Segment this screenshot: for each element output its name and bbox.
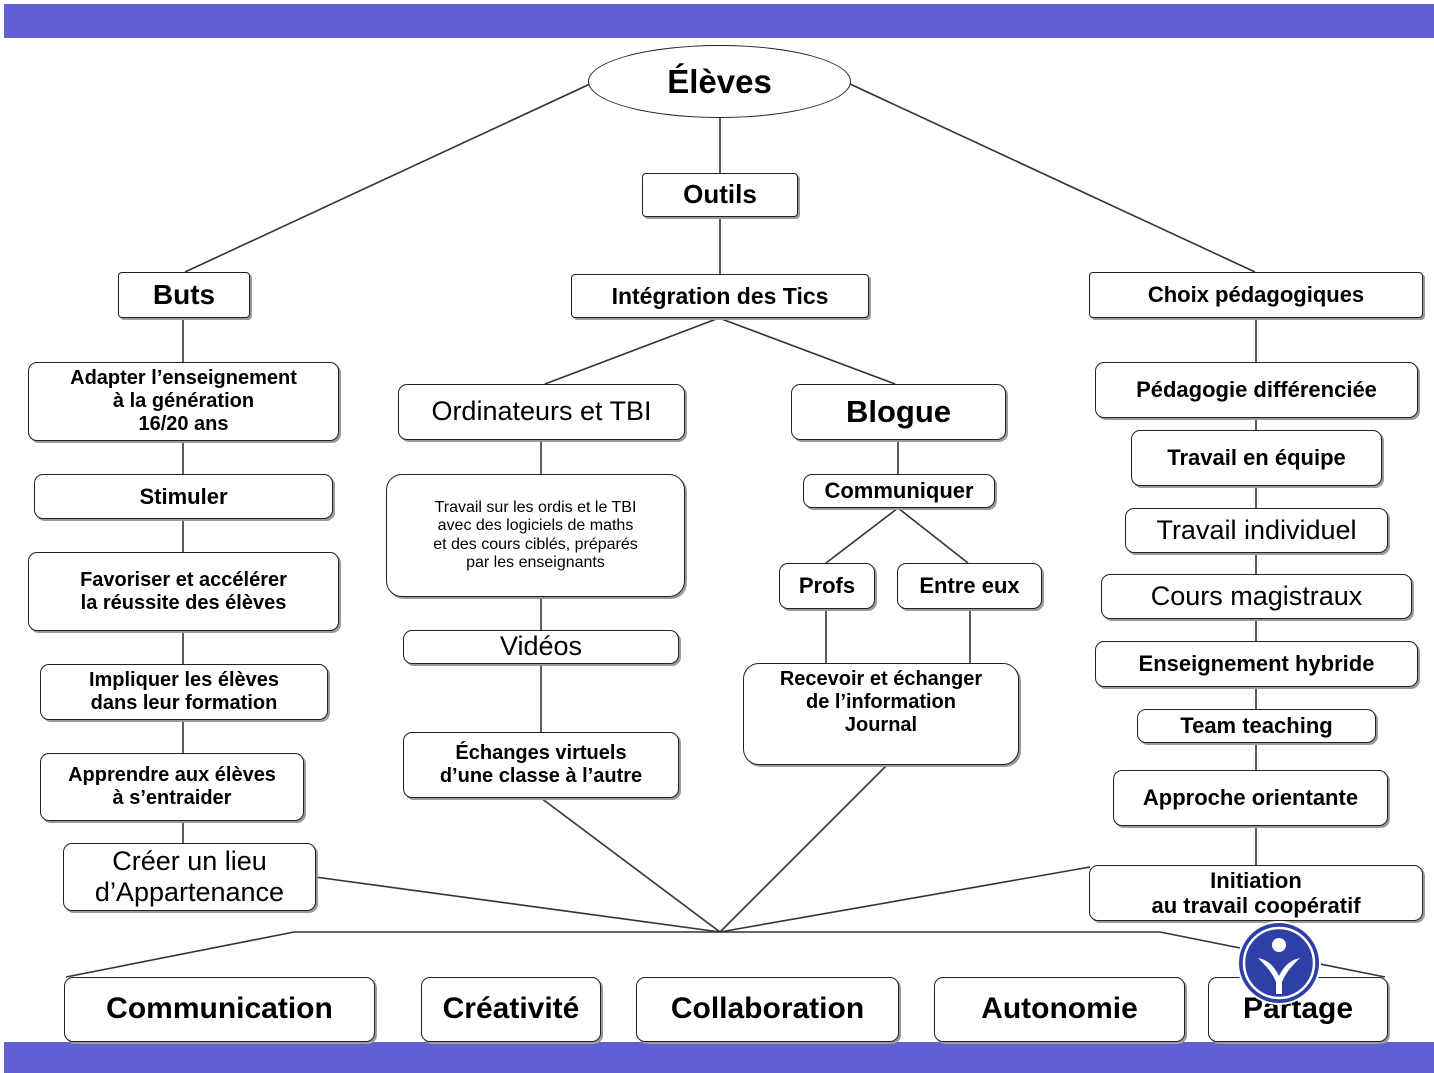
- pedagogy-guidance-approach: Approche orientante: [1113, 770, 1388, 826]
- edge-exchanges-hub: [540, 797, 721, 933]
- pedagogy-cooperative-initiation: Initiation au travail coopératif: [1089, 865, 1423, 921]
- pedagogy-lectures: Cours magistraux: [1101, 574, 1412, 619]
- edge-cooperative-hub: [719, 866, 1091, 933]
- bottom-accent-band: [4, 1042, 1434, 1073]
- edge-communicate-peers: [897, 507, 969, 564]
- outcome-communication: Communication: [64, 977, 375, 1042]
- computers-tbi-node: Ordinateurs et TBI: [398, 384, 685, 440]
- pedagogy-differentiated: Pédagogie différenciée: [1095, 362, 1418, 418]
- computers-description-node: Travail sur les ordis et le TBI avec des…: [386, 474, 685, 597]
- videos-node: Vidéos: [403, 630, 679, 664]
- peers-node: Entre eux: [897, 563, 1042, 609]
- goal-adapt-teaching: Adapter l’enseignement à la génération 1…: [28, 362, 339, 441]
- edge-belonging-hub: [314, 876, 721, 933]
- receive-exchange-node: Recevoir et échanger de l’information Jo…: [743, 663, 1019, 765]
- root-node-students: Élèves: [588, 45, 851, 118]
- blog-node: Blogue: [791, 384, 1006, 440]
- school-emblem-icon: [1237, 921, 1321, 1005]
- pedagogy-team-teaching: Team teaching: [1137, 709, 1376, 743]
- virtual-exchanges-node: Échanges virtuels d’une classe à l’autre: [403, 732, 679, 798]
- pedagogy-hybrid: Enseignement hybride: [1095, 641, 1418, 687]
- goal-belonging: Créer un lieu d’Appartenance: [63, 843, 316, 911]
- goal-stimulate: Stimuler: [34, 474, 333, 519]
- communicate-node: Communiquer: [803, 474, 995, 508]
- goal-mutual-help: Apprendre aux élèves à s’entraider: [40, 753, 304, 821]
- edge-communicate-profs: [825, 507, 899, 564]
- pedagogy-teamwork: Travail en équipe: [1131, 430, 1382, 486]
- goal-involve-students: Impliquer les élèves dans leur formation: [40, 664, 328, 720]
- edge-root-goals: [184, 83, 591, 273]
- tools-node: Outils: [642, 173, 798, 217]
- profs-node: Profs: [779, 563, 875, 609]
- tics-header: Intégration des Tics: [571, 274, 869, 318]
- edge-tics-blog: [718, 317, 896, 385]
- edge-tics-computers: [544, 317, 720, 385]
- edge-root-pedagogy: [849, 83, 1256, 273]
- pedagogy-header: Choix pédagogiques: [1089, 272, 1423, 318]
- outcome-creativity: Créativité: [421, 977, 601, 1042]
- pedagogy-individual: Travail individuel: [1125, 508, 1388, 553]
- goals-header: Buts: [118, 272, 250, 318]
- edge-hub-outcomes: [65, 931, 1386, 978]
- top-accent-band: [4, 4, 1434, 38]
- edge-receive-hub: [719, 764, 888, 933]
- goal-foster-success: Favoriser et accélérer la réussite des é…: [28, 552, 339, 631]
- outcome-autonomy: Autonomie: [934, 977, 1185, 1042]
- outcome-collaboration: Collaboration: [636, 977, 899, 1042]
